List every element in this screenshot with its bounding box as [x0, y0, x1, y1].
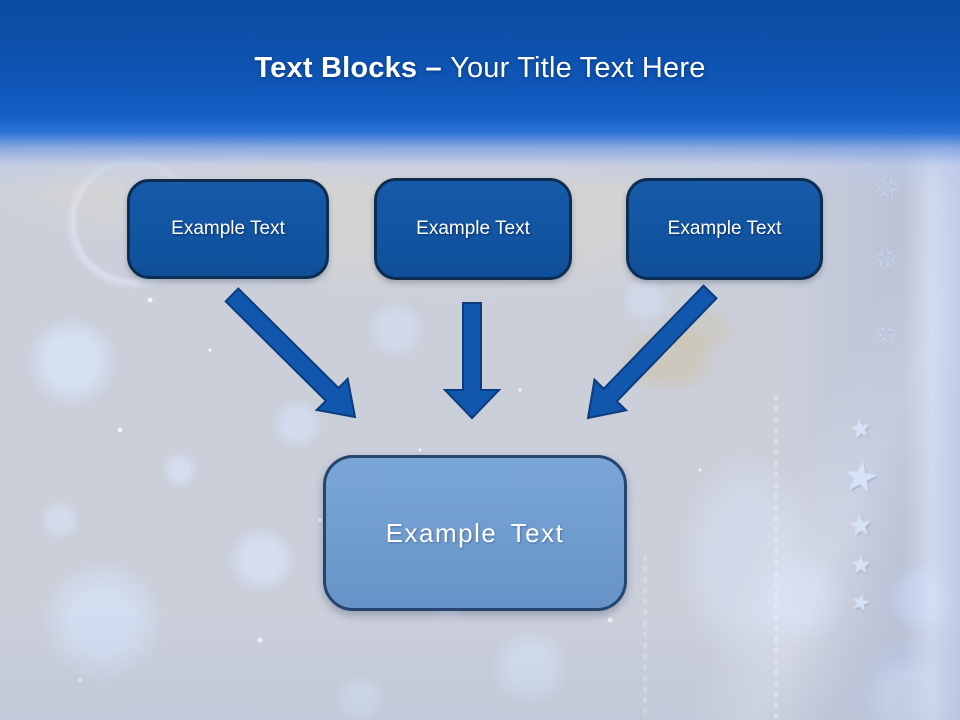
bead-string-decoration [774, 395, 778, 720]
text-block-1: Example Text [127, 179, 329, 279]
title-band: Text Blocks – Your Title Text Here [0, 0, 960, 190]
text-block-1-label: Example Text [171, 218, 285, 239]
slide-title-bold-part: Text Blocks – [254, 52, 451, 84]
text-block-center-label: Example Text [385, 517, 565, 548]
text-block-center: Example Text [323, 455, 627, 611]
star-ornament-icon: ★ [850, 552, 872, 579]
star-ornament-string: ★ ★ ★ ★ ★ [826, 414, 896, 616]
arrow-down-right-icon [224, 287, 357, 419]
text-block-3: Example Text [626, 178, 823, 280]
text-block-2-label: Example Text [416, 218, 530, 239]
text-block-2: Example Text [374, 178, 572, 280]
slide-title: Text Blocks – Your Title Text Here [0, 52, 960, 85]
slide-title-regular-part: Your Title Text Here [450, 52, 706, 84]
arrow-down-left-icon [586, 284, 718, 420]
text-block-3-label: Example Text [667, 218, 782, 239]
bead-string-decoration [643, 555, 647, 720]
arrow-down-icon [442, 302, 502, 420]
